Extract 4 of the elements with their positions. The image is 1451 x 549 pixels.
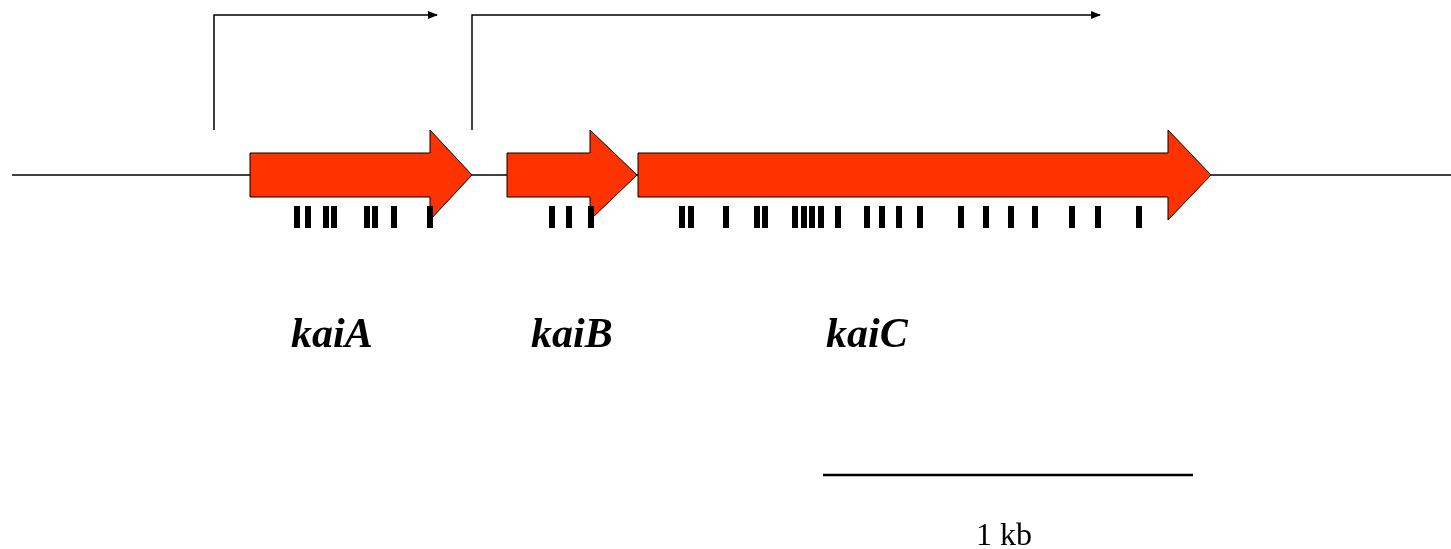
scale-label: 1 kb [976, 518, 1032, 549]
gene-name: kaiA [291, 312, 373, 354]
gene-name: kaiB [531, 312, 613, 354]
gene-name: kaiC [826, 312, 908, 354]
